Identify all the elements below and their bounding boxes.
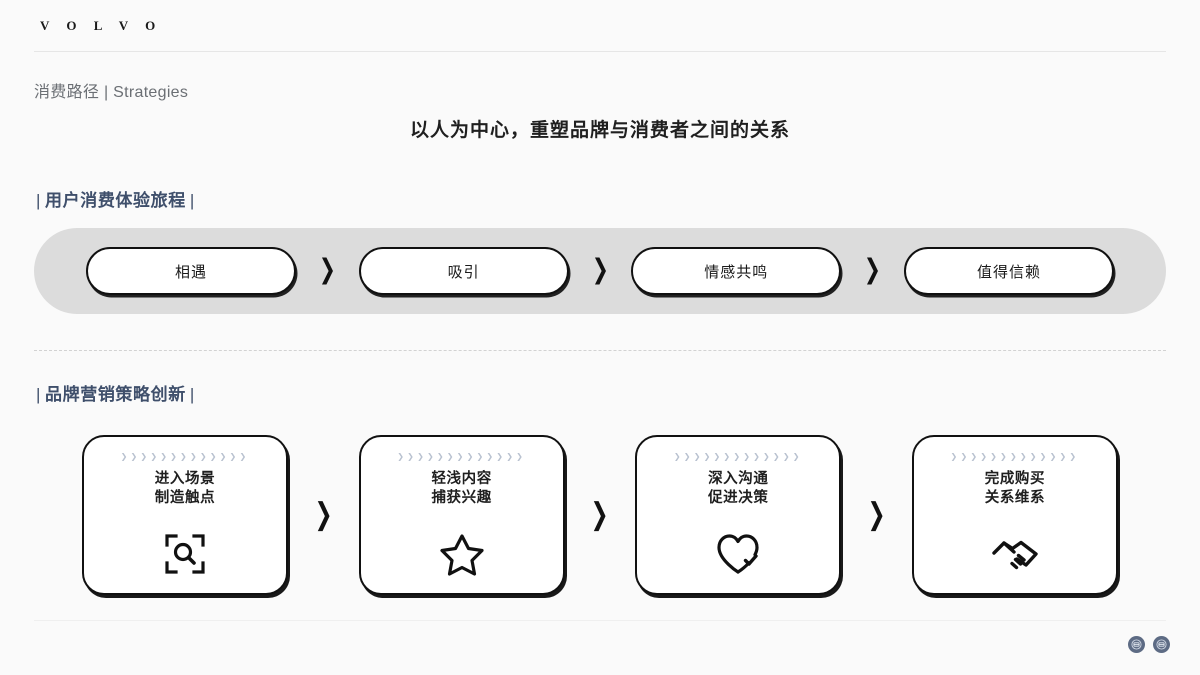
strategy-card-3-title: 深入沟通 促进决策 xyxy=(708,470,768,508)
section-heading-bar-right: | xyxy=(189,191,195,210)
strategy-card-4-title: 完成购买 关系维系 xyxy=(985,470,1045,508)
journey-step-1[interactable]: 相遇 xyxy=(86,247,296,295)
section-divider-dashed xyxy=(34,350,1166,351)
journey-band: 相遇 ❯ 吸引 ❯ 情感共鸣 ❯ 值得信赖 xyxy=(34,228,1166,314)
heart-check-icon xyxy=(637,531,839,577)
strategy-card-2-title: 轻浅内容 捕获兴趣 xyxy=(431,470,491,508)
card-chevron-strip-1: ❯❯❯❯❯❯❯❯❯❯❯❯❯ xyxy=(120,452,250,461)
badge-icon-1[interactable] xyxy=(1128,636,1145,653)
journey-chevron-icon-1: ❯ xyxy=(318,253,336,285)
strategy-card-3-line2: 促进决策 xyxy=(708,490,769,507)
strategy-card-1-title: 进入场景 制造触点 xyxy=(155,470,215,508)
badge-icon-2[interactable] xyxy=(1153,636,1170,653)
header-divider xyxy=(34,51,1166,52)
strategy-chevron-icon-3: ❯ xyxy=(867,497,886,532)
section-heading-bar-left-2: | xyxy=(36,385,42,404)
journey-step-2-label: 吸引 xyxy=(447,263,480,281)
strategy-chevron-icon-2: ❯ xyxy=(590,497,610,532)
strategy-chevron-icon-1: ❯ xyxy=(314,497,333,532)
strategy-card-2-line2: 捕获兴趣 xyxy=(431,490,492,507)
strategy-card-2-line1: 轻浅内容 xyxy=(431,471,492,487)
card-chevron-strip-2: ❯❯❯❯❯❯❯❯❯❯❯❯❯ xyxy=(397,452,527,461)
journey-step-4-label: 值得信赖 xyxy=(976,263,1041,281)
journey-step-4[interactable]: 值得信赖 xyxy=(903,247,1114,295)
strategy-card-1-line1: 进入场景 xyxy=(154,471,216,487)
strategy-card-1-line2: 制造触点 xyxy=(154,490,216,507)
section-heading-strategy: |品牌营销策略创新| xyxy=(32,380,199,405)
journey-chevron-icon-2: ❯ xyxy=(591,253,609,285)
section-heading-bar-right-2: | xyxy=(189,385,195,404)
strategy-card-2[interactable]: ❯❯❯❯❯❯❯❯❯❯❯❯❯ 轻浅内容 捕获兴趣 xyxy=(358,435,565,595)
section-heading-journey: |用户消费体验旅程| xyxy=(32,186,199,211)
strategy-card-3-line1: 深入沟通 xyxy=(708,471,769,487)
strategy-card-1[interactable]: ❯❯❯❯❯❯❯❯❯❯❯❯❯ 进入场景 制造触点 xyxy=(82,435,288,595)
journey-step-1-label: 相遇 xyxy=(174,263,207,281)
volvo-wordmark: V O L V O xyxy=(40,18,163,33)
strategy-card-4[interactable]: ❯❯❯❯❯❯❯❯❯❯❯❯❯ 完成购买 关系维系 xyxy=(911,435,1118,595)
page-title: 以人为中心，重塑品牌与消费者之间的关系 xyxy=(409,120,790,141)
footer-badge-group xyxy=(1128,636,1170,653)
breadcrumb: 消费路径 | Strategies xyxy=(34,84,189,101)
strategy-card-4-line1: 完成购买 xyxy=(984,471,1046,487)
section-heading-strategy-label: 品牌营销策略创新 xyxy=(45,385,186,404)
journey-chevron-icon-3: ❯ xyxy=(864,253,882,285)
section-heading-journey-label: 用户消费体验旅程 xyxy=(45,191,186,210)
strategy-cards-row: ❯❯❯❯❯❯❯❯❯❯❯❯❯ 进入场景 制造触点 ❯ xyxy=(34,430,1166,600)
card-chevron-strip-3: ❯❯❯❯❯❯❯❯❯❯❯❯❯ xyxy=(673,452,803,461)
handshake-icon xyxy=(914,531,1116,577)
footer-divider xyxy=(34,620,1166,621)
journey-step-3-label: 情感共鸣 xyxy=(704,263,769,281)
card-chevron-strip-4: ❯❯❯❯❯❯❯❯❯❯❯❯❯ xyxy=(950,452,1080,461)
journey-step-3[interactable]: 情感共鸣 xyxy=(631,247,842,295)
scan-search-icon xyxy=(84,531,286,577)
strategy-card-4-line2: 关系维系 xyxy=(984,490,1046,507)
section-heading-bar-left: | xyxy=(36,191,42,210)
journey-step-2[interactable]: 吸引 xyxy=(358,247,569,295)
strategy-card-3[interactable]: ❯❯❯❯❯❯❯❯❯❯❯❯❯ 深入沟通 促进决策 xyxy=(635,435,842,595)
star-icon xyxy=(361,531,563,577)
